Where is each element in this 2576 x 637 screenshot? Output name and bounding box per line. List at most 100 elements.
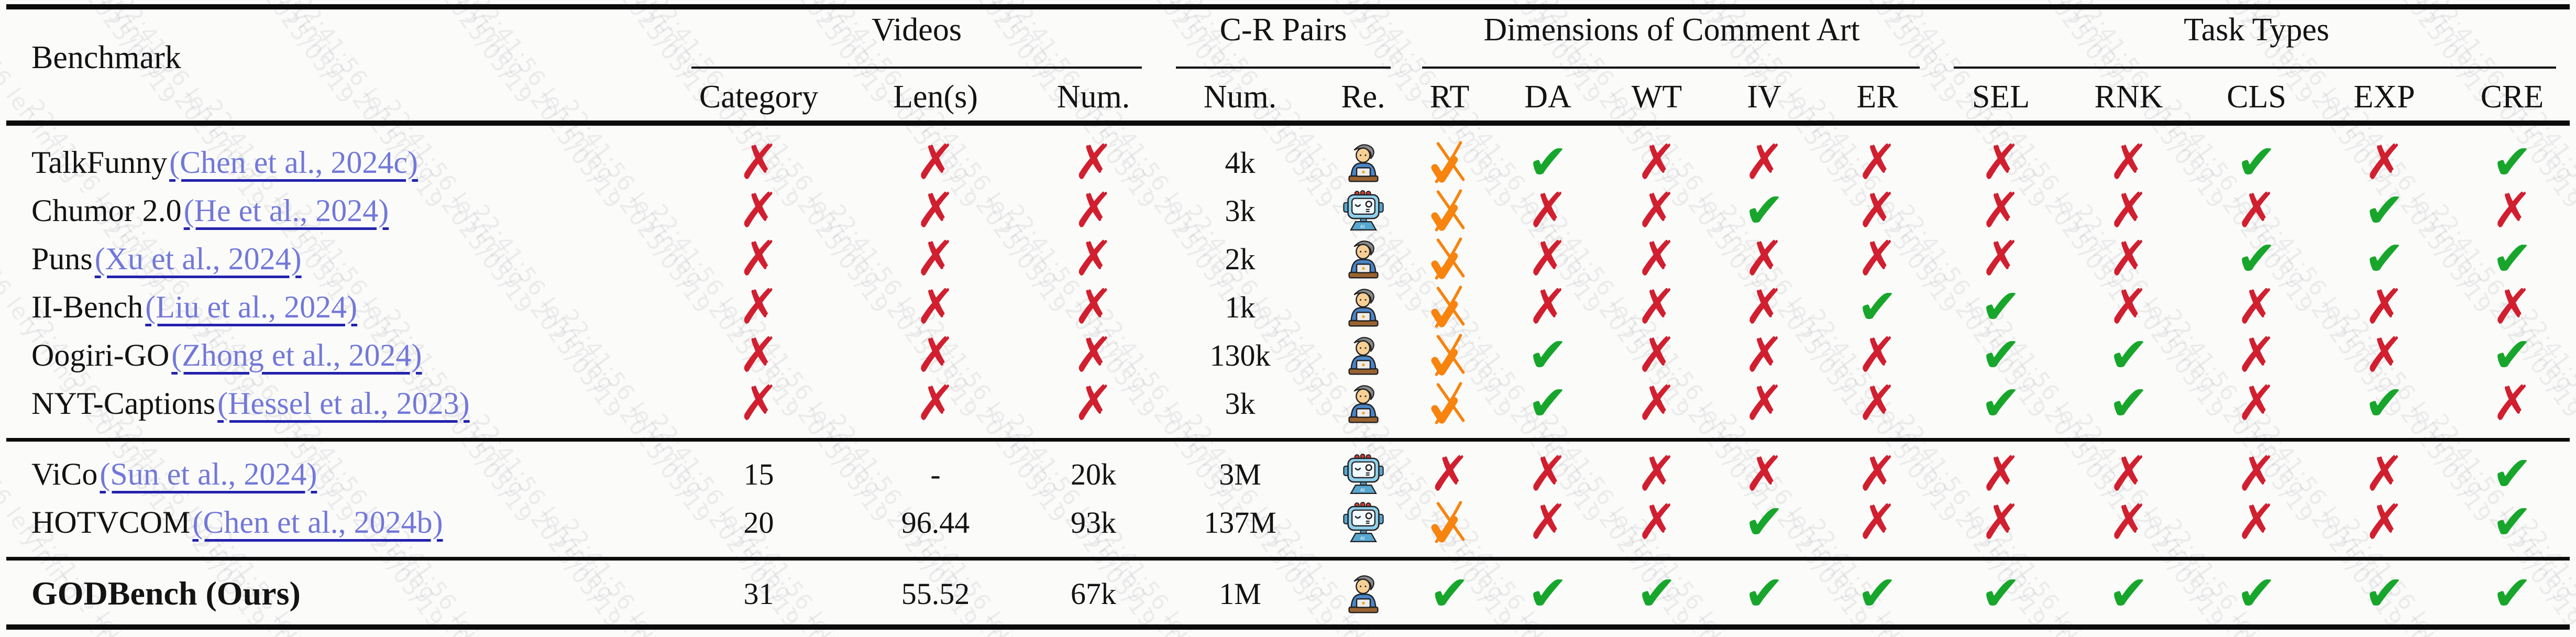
column-header-rnk: RNK xyxy=(2094,79,2163,115)
rt-cell xyxy=(1406,331,1493,379)
cross-mark: ✗ xyxy=(1744,327,1785,383)
citation-link[interactable]: (Sun et al., 2024) xyxy=(100,456,317,491)
sel-cell: ✔ xyxy=(1937,379,2065,427)
cross-mark: ✗ xyxy=(1527,182,1568,238)
partial-mark xyxy=(1430,236,1469,281)
citation-link[interactable]: (Chen et al., 2024b) xyxy=(192,504,443,540)
length-cell: ✗ xyxy=(844,379,1027,427)
check-mark: ✔ xyxy=(1429,565,1470,621)
cmidrule-task-types xyxy=(1954,67,2556,69)
benchmark-name: Chumor 2.0 xyxy=(31,193,182,228)
cell-value: 130k xyxy=(1209,338,1271,372)
cross-mark: ✗ xyxy=(1744,279,1785,335)
cross-mark: ✗ xyxy=(1073,375,1114,431)
video-num-cell: ✗ xyxy=(1027,331,1160,379)
sel-cell: ✔ xyxy=(1937,569,2065,618)
cr-pairs-num-cell: 4k xyxy=(1160,138,1320,186)
check-mark: ✔ xyxy=(2492,494,2533,550)
re-source-cell xyxy=(1320,331,1406,379)
cr-pairs-num-cell: 3M xyxy=(1160,450,1320,498)
cross-mark: ✗ xyxy=(1980,230,2021,287)
citation-link[interactable]: (Liu et al., 2024) xyxy=(145,289,358,324)
rnk-cell: ✗ xyxy=(2065,450,2193,498)
exp-cell: ✗ xyxy=(2320,283,2448,331)
length-cell: ✗ xyxy=(844,235,1027,283)
rnk-cell: ✔ xyxy=(2065,331,2193,379)
check-mark: ✔ xyxy=(1527,565,1568,621)
cre-cell: ✗ xyxy=(2448,186,2576,235)
da-cell: ✗ xyxy=(1493,235,1603,283)
check-mark: ✔ xyxy=(2364,182,2405,238)
da-cell: ✔ xyxy=(1493,138,1603,186)
cr-pairs-num-cell: 130k xyxy=(1160,331,1320,379)
cross-mark: ✗ xyxy=(2236,279,2277,335)
check-mark: ✔ xyxy=(1744,565,1785,621)
iv-cell: ✗ xyxy=(1711,379,1818,427)
cell-value: 2k xyxy=(1225,241,1256,276)
da-cell: ✔ xyxy=(1493,379,1603,427)
check-mark: ✔ xyxy=(1527,134,1568,190)
exp-cell: ✔ xyxy=(2320,569,2448,618)
sel-cell: ✗ xyxy=(1937,235,2065,283)
citation-link[interactable]: (Hessel et al., 2023) xyxy=(217,386,470,421)
da-cell: ✗ xyxy=(1493,186,1603,235)
exp-cell: ✗ xyxy=(2320,450,2448,498)
rnk-cell: ✗ xyxy=(2065,283,2193,331)
wt-cell: ✗ xyxy=(1603,450,1711,498)
check-mark: ✔ xyxy=(2364,375,2405,431)
wt-cell: ✗ xyxy=(1603,498,1711,546)
check-mark: ✔ xyxy=(1744,494,1785,550)
partial-mark-icon xyxy=(1430,285,1465,328)
benchmark-cell: TalkFunny (Chen et al., 2024c) xyxy=(0,138,673,186)
column-header-cre: CRE xyxy=(2480,79,2544,115)
check-mark: ✔ xyxy=(2492,565,2533,621)
partial-mark-icon xyxy=(1430,382,1465,424)
citation-link[interactable]: (Zhong et al., 2024) xyxy=(171,337,422,372)
benchmark-cell: II-Bench (Liu et al., 2024) xyxy=(0,283,673,331)
column-header-wt: WT xyxy=(1631,79,1682,115)
cross-mark: ✗ xyxy=(2492,375,2533,431)
rt-cell: ✗ xyxy=(1406,450,1493,498)
iv-cell: ✗ xyxy=(1711,235,1818,283)
cre-cell: ✔ xyxy=(2448,498,2576,546)
cross-mark: ✗ xyxy=(2108,230,2149,287)
citation-link[interactable]: (Chen et al., 2024c) xyxy=(169,145,418,180)
exp-cell: ✔ xyxy=(2320,235,2448,283)
subheader-row: Category Len(s) Num. Num. Re. RT DA WT I… xyxy=(0,73,2576,120)
partial-mark xyxy=(1430,381,1469,426)
cre-cell: ✔ xyxy=(2448,138,2576,186)
check-mark: ✔ xyxy=(1980,375,2021,431)
rnk-cell: ✗ xyxy=(2065,498,2193,546)
column-header-rt: RT xyxy=(1429,79,1470,115)
wt-cell: ✗ xyxy=(1603,331,1711,379)
category-cell: ✗ xyxy=(673,235,844,283)
partial-mark-icon xyxy=(1430,334,1465,376)
citation-link[interactable]: (Xu et al., 2024) xyxy=(94,241,302,276)
column-header-benchmark: Benchmark xyxy=(31,40,181,75)
category-cell: ✗ xyxy=(673,138,844,186)
exp-cell: ✔ xyxy=(2320,186,2448,235)
subheader-spacer xyxy=(0,73,673,120)
sel-cell: ✗ xyxy=(1937,186,2065,235)
human-annotator-icon xyxy=(1348,289,1379,327)
da-cell: ✔ xyxy=(1493,569,1603,618)
er-cell: ✔ xyxy=(1818,283,1937,331)
group-header-dimensions: Dimensions of Comment Art xyxy=(1483,12,1860,48)
benchmark-cell: Chumor 2.0 (He et al., 2024) xyxy=(0,186,673,235)
citation-link[interactable]: (He et al., 2024) xyxy=(183,193,389,228)
benchmark-name: NYT-Captions xyxy=(31,386,216,421)
category-cell: 15 xyxy=(673,450,844,498)
column-header-da: DA xyxy=(1524,79,1571,115)
re-source-cell: AI xyxy=(1320,450,1406,498)
re-source-cell: AI xyxy=(1320,186,1406,235)
cr-pairs-num-cell: 137M xyxy=(1160,498,1320,546)
er-cell: ✗ xyxy=(1818,450,1937,498)
check-mark: ✔ xyxy=(2236,134,2277,190)
sel-cell: ✗ xyxy=(1937,498,2065,546)
cross-mark: ✗ xyxy=(2108,494,2149,550)
wt-cell: ✔ xyxy=(1603,569,1711,618)
iv-cell: ✗ xyxy=(1711,138,1818,186)
partial-mark-icon xyxy=(1430,501,1465,543)
category-cell: 31 xyxy=(673,569,844,618)
cross-mark: ✗ xyxy=(1636,182,1677,238)
